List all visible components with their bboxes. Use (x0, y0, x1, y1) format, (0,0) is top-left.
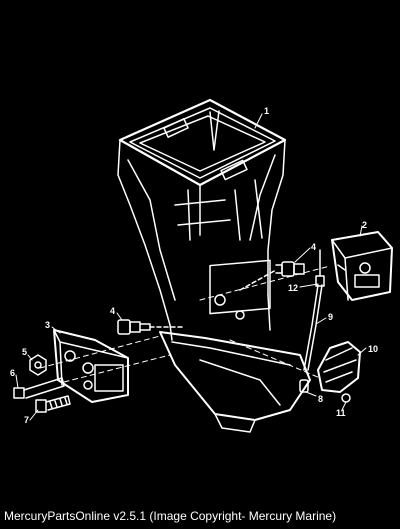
callout-1: 1 (264, 106, 269, 116)
callout-7: 7 (24, 415, 29, 425)
callout-4-left: 4 (110, 306, 115, 316)
rod-part (303, 249, 325, 371)
callout-10: 10 (368, 344, 378, 354)
bracket-left (53, 329, 129, 403)
copyright-caption: MercuryPartsOnline v2.5.1 (Image Copyrig… (4, 509, 337, 523)
nut-part (29, 354, 47, 376)
callout-12: 12 (288, 283, 298, 293)
callout-5: 5 (22, 347, 27, 357)
callout-9: 9 (328, 312, 333, 322)
callout-8: 8 (318, 394, 323, 404)
callout-4-right: 4 (311, 242, 316, 252)
small-fitting-8 (299, 379, 309, 393)
callout-3: 3 (45, 320, 50, 330)
hose-fitting-left (117, 319, 186, 335)
bolt-7 (35, 395, 71, 413)
callout-2: 2 (362, 220, 367, 230)
screw-part-11 (341, 393, 351, 403)
driveshaft-housing (117, 98, 311, 433)
plate-part-10 (317, 341, 361, 393)
footer-bar: MercuryPartsOnline v2.5.1 (Image Copyrig… (0, 505, 400, 529)
callout-11: 11 (336, 408, 346, 418)
exploded-parts-diagram: 1 2 3 4 4 5 6 7 8 9 10 11 12 (10, 98, 393, 433)
bolt-6 (13, 377, 65, 399)
bracket-right (331, 231, 393, 301)
callout-6: 6 (10, 368, 15, 378)
